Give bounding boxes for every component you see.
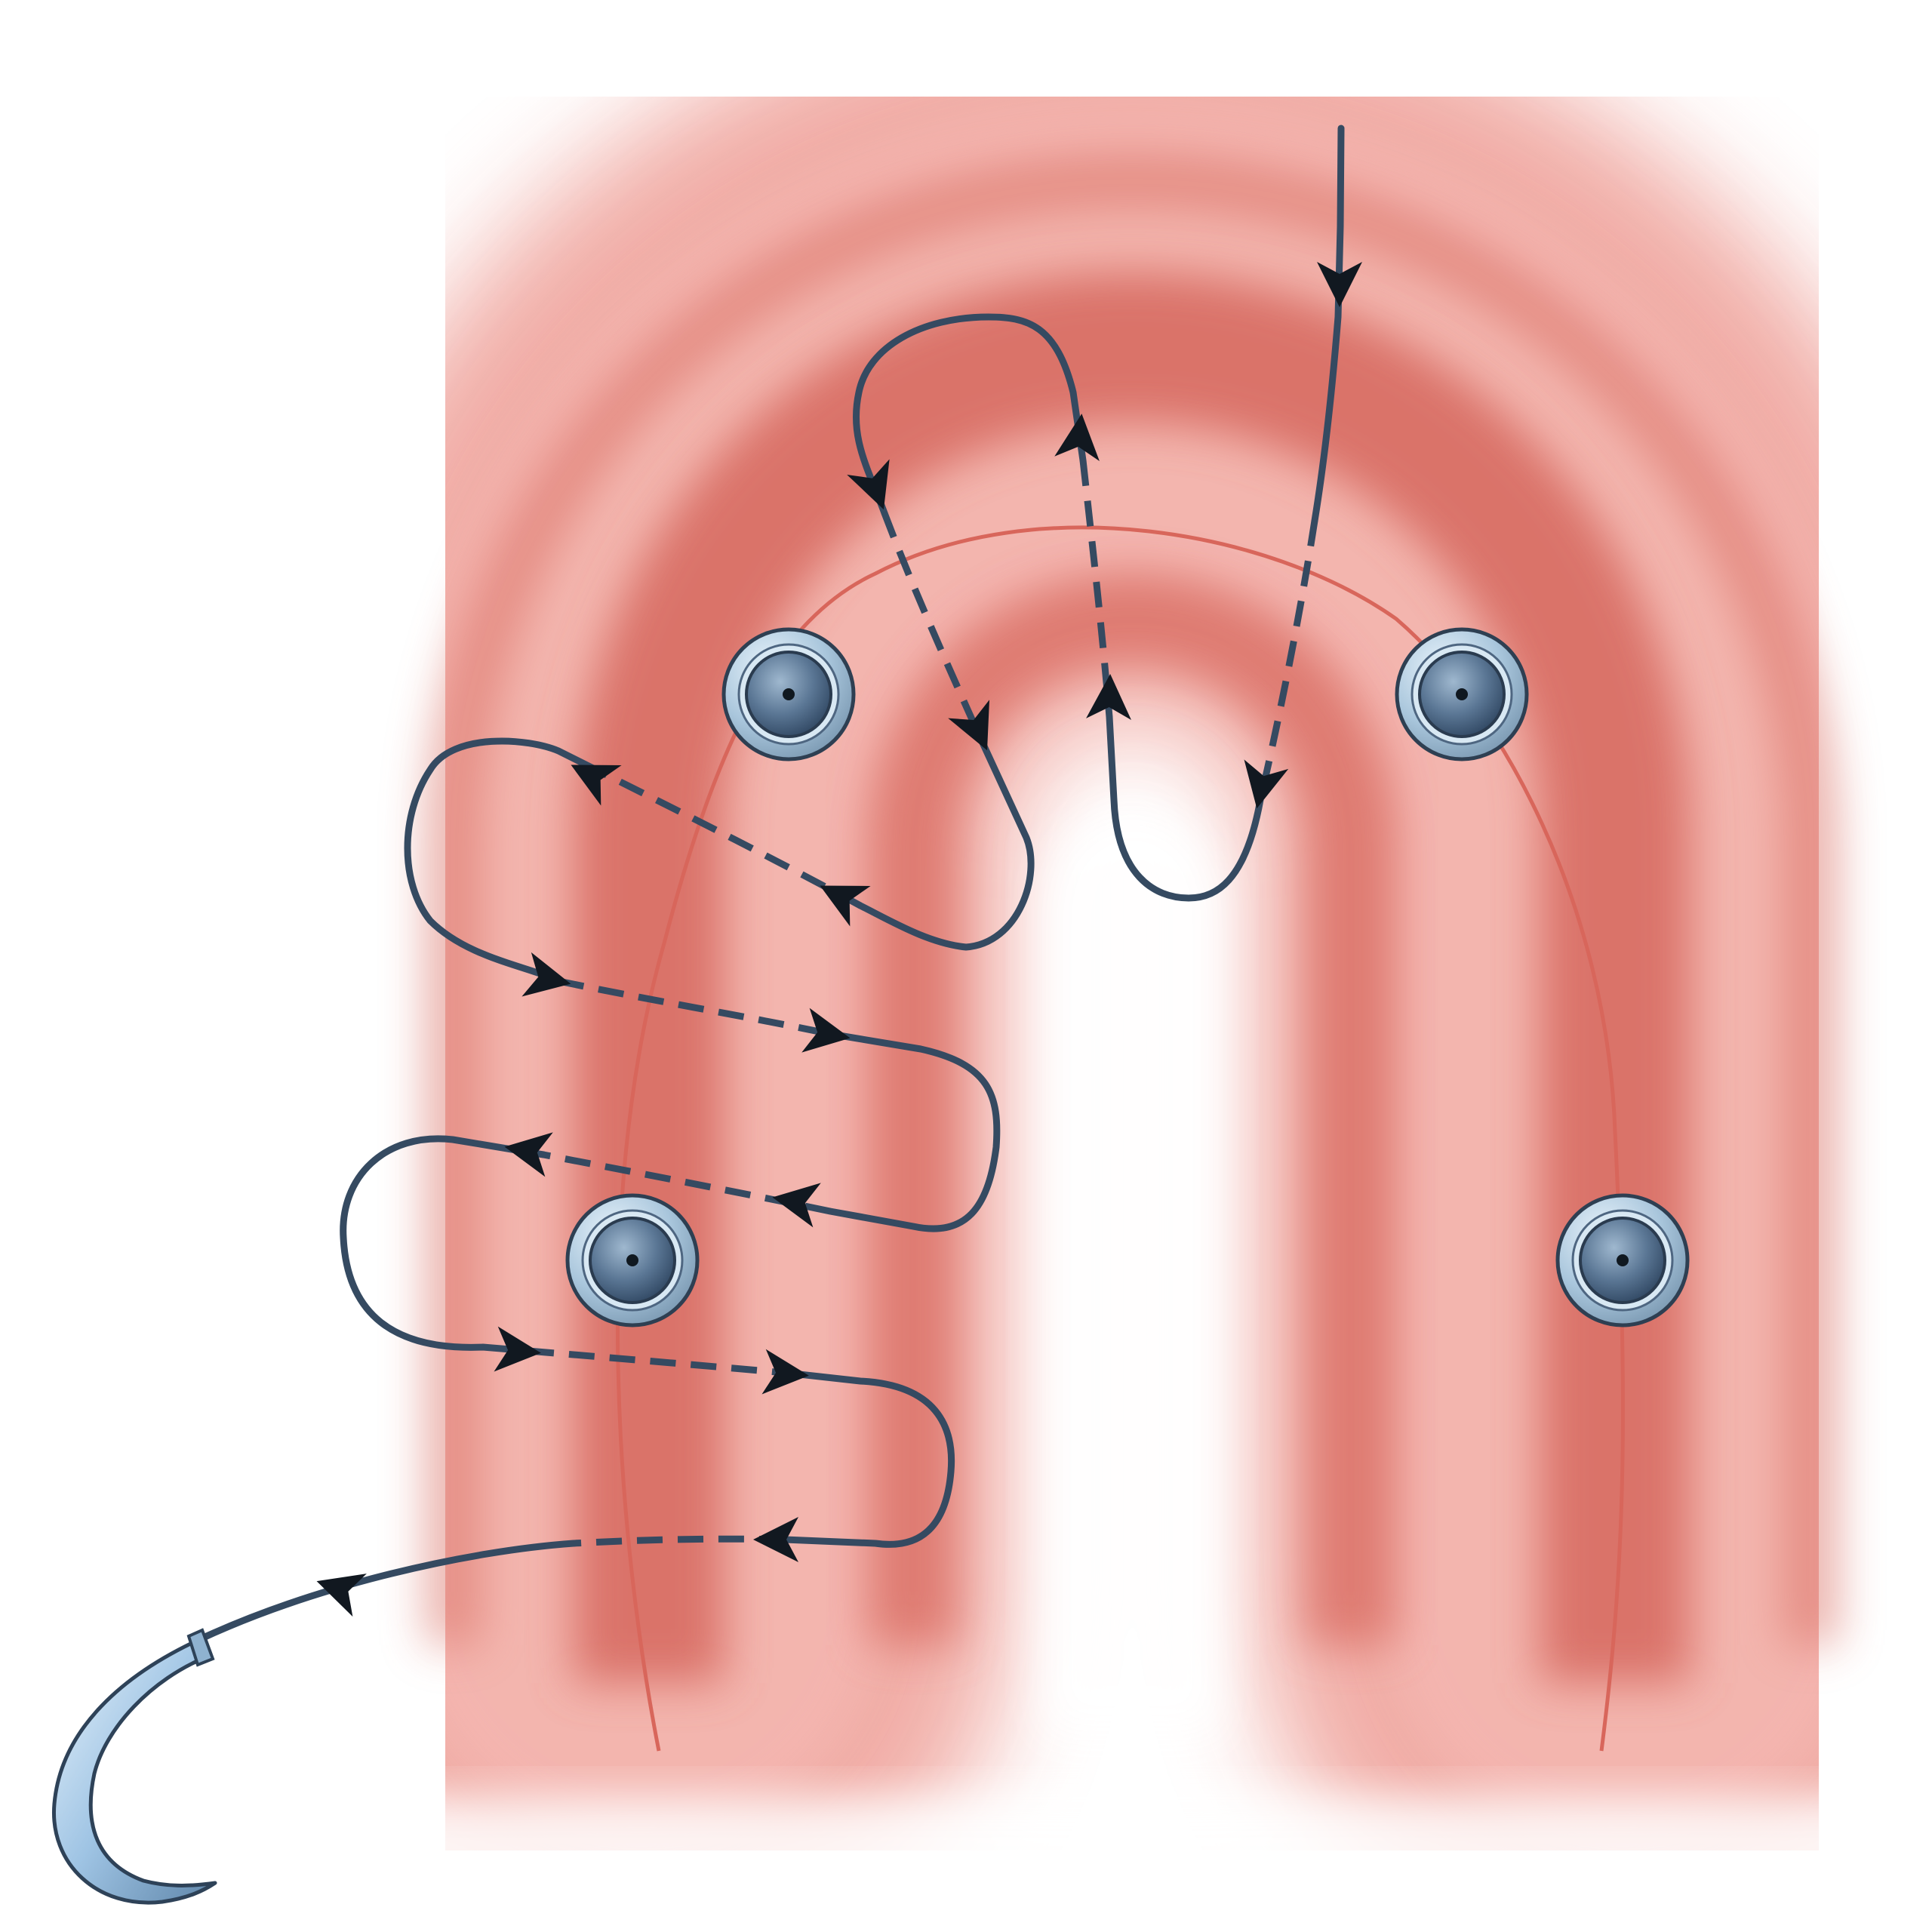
implant-icon	[724, 629, 854, 759]
suture-thread	[196, 125, 1345, 1643]
suture-thread-hidden	[528, 460, 1318, 1547]
implant-icon	[568, 1195, 697, 1325]
suture-needle-icon	[52, 1628, 217, 1905]
implant-icon	[1397, 629, 1527, 759]
implant-icon	[1558, 1195, 1687, 1325]
